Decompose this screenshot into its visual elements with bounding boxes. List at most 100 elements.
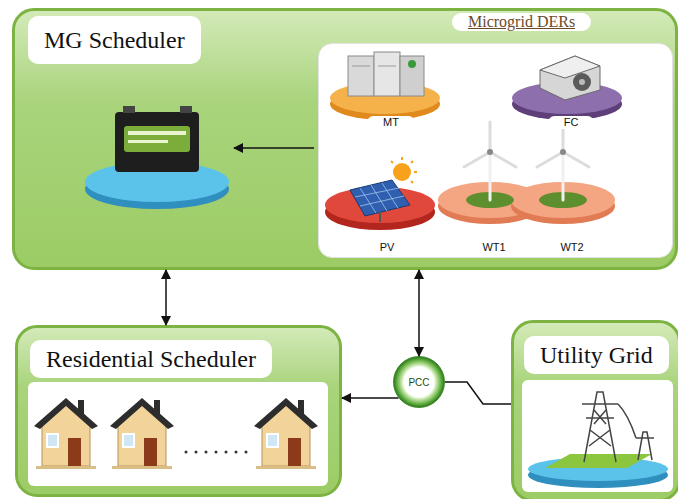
pv-illustration (382, 183, 398, 208)
node-label: MT (367, 116, 415, 129)
pv-illustration (393, 163, 411, 181)
der-panel: MTFCPVWT1WT2Microgrid DERs (318, 43, 673, 258)
pv-illustration (414, 171, 417, 173)
pv-illustration (401, 157, 403, 160)
wind-turbine-illustration (511, 188, 615, 224)
fc-illustration (512, 82, 622, 114)
grid-panel: Utility Grid (511, 320, 678, 499)
pv-illustration (360, 188, 376, 213)
mt-illustration (330, 88, 440, 120)
utility-grid-illustration (618, 404, 636, 438)
node-label: FC (548, 116, 595, 129)
group-heading: Microgrid DERs (452, 13, 591, 31)
pv-illustration (411, 181, 413, 183)
panel-title: MG Scheduler (28, 16, 201, 64)
pv-illustration (325, 187, 435, 223)
fc-illustration (512, 88, 622, 120)
node-label: PCC (408, 377, 429, 388)
utility-grid-illustration (594, 410, 606, 424)
mt-illustration (330, 82, 440, 114)
wind-turbine-illustration (438, 122, 615, 224)
battery-storage (128, 140, 168, 143)
utility-grid-illustration (545, 454, 652, 468)
flow-connector (418, 270, 420, 356)
node-label: WT1 (466, 241, 521, 254)
residential-houses (34, 398, 98, 469)
der-unit: WT2 (519, 154, 625, 254)
scheduler-panel: MT FC PV WT1 WT2 Microgrid DERs MG Scheduler (12, 8, 678, 270)
mt-illustration (400, 56, 424, 96)
fc-illustration (540, 56, 600, 100)
panel-title: Utility Grid (524, 336, 669, 374)
battery-storage (85, 162, 229, 202)
pv-illustration (379, 212, 381, 222)
mt-illustration (374, 52, 400, 96)
residential-houses (254, 398, 318, 469)
wind-turbine-illustration (489, 152, 492, 200)
wind-turbine-illustration (464, 152, 490, 167)
residential-houses (28, 382, 328, 486)
der-unit: PV (327, 169, 447, 254)
utility-grid-illustration (522, 380, 673, 492)
utility-grid-illustration (589, 430, 610, 446)
wind-turbine-illustration (563, 152, 589, 167)
pv-illustration (355, 183, 404, 213)
node-label: WT2 (544, 241, 599, 254)
wind-turbine-illustration (489, 122, 492, 152)
der-to-battery-arrow (234, 148, 314, 149)
battery-storage (124, 126, 190, 152)
pv-illustration (325, 194, 435, 230)
battery-storage (123, 106, 135, 113)
residential-houses (110, 398, 174, 469)
mt-illustration (348, 56, 374, 96)
pv-illustration (350, 180, 410, 216)
wind-turbine-illustration (490, 152, 563, 200)
utility-grid-illustration (528, 457, 668, 481)
pv-illustration (391, 157, 417, 183)
wind-turbine-illustration (511, 182, 615, 218)
wind-turbine-illustration (539, 192, 587, 208)
pv-illustration (371, 185, 387, 211)
residential-houses (225, 451, 228, 454)
der-unit: MT (331, 49, 451, 129)
fc-illustration (573, 73, 591, 91)
wind-turbine-illustration (464, 122, 589, 167)
utility-grid-illustration (522, 380, 673, 492)
wind-turbine-illustration (537, 152, 563, 167)
utility-grid-illustration (594, 410, 606, 424)
battery-storage (128, 131, 186, 135)
der-to-battery-arrow (234, 147, 314, 149)
utility-grid-illustration (582, 392, 654, 462)
residential-houses (185, 451, 248, 454)
utility-grid-illustration (638, 432, 652, 460)
wind-turbine-illustration (487, 149, 493, 155)
flow-connector (342, 397, 399, 399)
residential-houses (235, 451, 238, 454)
residential-houses (28, 382, 328, 486)
scheduler-panel: Residential Scheduler (15, 325, 342, 497)
flow-connector (445, 382, 511, 404)
flow-connector (165, 270, 167, 325)
utility-grid-illustration (584, 392, 616, 462)
mt-illustration (378, 66, 396, 67)
wind-turbine-illustration (560, 149, 566, 155)
pv-illustration (325, 157, 435, 230)
utility-grid-illustration (528, 462, 668, 488)
fc-illustration (579, 79, 585, 85)
battery-storage (85, 106, 229, 209)
residential-houses (195, 451, 198, 454)
utility-grid-illustration (586, 417, 614, 419)
wind-turbine-illustration (490, 152, 516, 167)
pv-illustration (391, 161, 393, 163)
panel-title: Residential Scheduler (30, 340, 272, 378)
wind-turbine-illustration (562, 122, 565, 152)
pv-illustration (355, 188, 399, 197)
pcc-node: PCC (393, 356, 445, 408)
utility-grid-illustration (590, 430, 611, 446)
wind-turbine-illustration (438, 182, 542, 218)
wind-turbine-illustration (562, 152, 565, 200)
fc-illustration (540, 56, 600, 78)
mt-illustration (330, 52, 440, 120)
pv-illustration (360, 196, 404, 206)
